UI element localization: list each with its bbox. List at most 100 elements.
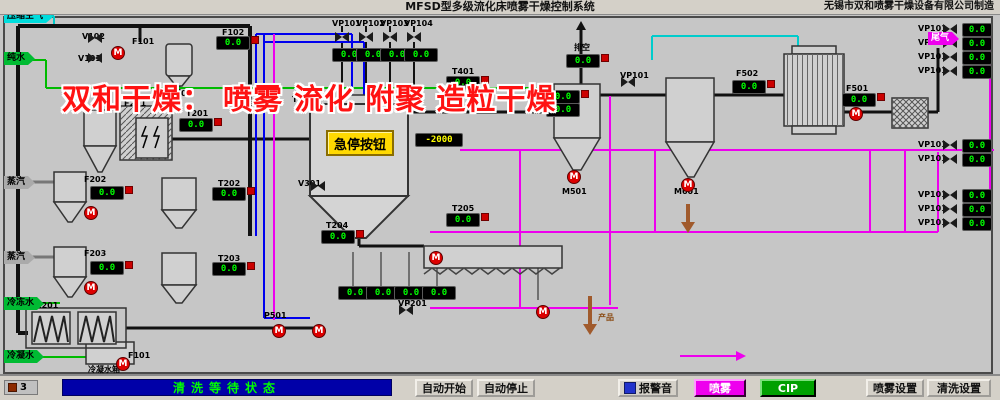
cip-mode-button[interactable]: CIP xyxy=(760,379,816,397)
cyclone-m601 xyxy=(664,77,716,178)
motor-icon[interactable]: M xyxy=(681,178,695,192)
valve-icon[interactable] xyxy=(88,53,102,63)
valve-icon[interactable] xyxy=(335,32,349,42)
tag-label: F102 xyxy=(222,28,245,37)
alarm-indicator-icon xyxy=(125,186,133,194)
motor-icon[interactable]: M xyxy=(84,281,98,295)
value-display: 0.0 xyxy=(732,80,775,94)
stream-flag-label: 尾气 xyxy=(931,33,950,43)
valve-icon[interactable] xyxy=(943,52,957,62)
tag-label: T204 xyxy=(326,221,349,230)
display-value: 0.0 xyxy=(346,287,364,298)
display-value: 0.0 xyxy=(968,190,986,201)
display-value: 0.0 xyxy=(98,187,116,198)
value-display: 0.0 xyxy=(566,54,609,68)
value-display: 0.0 xyxy=(90,261,133,275)
motor-icon[interactable]: M xyxy=(116,357,130,371)
stream-flag: 冷冻水 xyxy=(4,297,45,310)
valve-icon[interactable] xyxy=(943,154,957,164)
page-counter[interactable]: 3 xyxy=(4,380,38,395)
stream-flag-label: 蒸汽 xyxy=(7,252,26,262)
flag-arrow-icon xyxy=(28,251,36,264)
tag-label: F501 xyxy=(846,84,869,93)
flag-arrow-icon xyxy=(37,297,45,310)
valve-icon[interactable] xyxy=(407,32,421,42)
display-value: 0.0 xyxy=(850,94,868,105)
spray-settings-button[interactable]: 喷雾设置 xyxy=(866,379,924,397)
valve-icon[interactable] xyxy=(399,305,413,315)
display-value: 0.0 xyxy=(968,52,986,63)
value-display: 0.0 xyxy=(422,286,456,300)
auto-start-button[interactable]: 自动开始 xyxy=(415,379,473,397)
motor-icon[interactable]: M xyxy=(429,251,443,265)
value-display: 0.0 xyxy=(446,213,489,227)
page-title: MFSD型多级流化床喷雾干燥控制系统 xyxy=(405,0,595,13)
tag-label: VP201 xyxy=(398,299,427,308)
spray-mode-button[interactable]: 喷雾 xyxy=(694,379,746,397)
motor-icon[interactable]: M xyxy=(84,206,98,220)
display-value: 0.0 xyxy=(329,231,347,242)
motor-icon[interactable]: M xyxy=(536,305,550,319)
alarm-sound-button[interactable]: 报警音 xyxy=(618,379,678,397)
valve-icon[interactable] xyxy=(943,204,957,214)
display-value: 0.0 xyxy=(388,49,406,60)
speaker-icon xyxy=(624,382,636,394)
tag-label: VP101 xyxy=(918,204,947,213)
valve-icon[interactable] xyxy=(943,218,957,228)
stream-flag-label: 压缩空气 xyxy=(7,11,44,21)
display-value: 0.0 xyxy=(454,214,472,225)
value-display: 0.0 xyxy=(962,153,992,167)
value-display: 0.0 xyxy=(962,65,992,79)
motor-icon[interactable]: M xyxy=(567,170,581,184)
valve-icon[interactable] xyxy=(943,140,957,150)
alarm-indicator-icon xyxy=(877,93,885,101)
valve-icon[interactable] xyxy=(621,77,635,87)
alarm-indicator-icon xyxy=(481,213,489,221)
valve-icon[interactable] xyxy=(943,190,957,200)
clean-settings-button[interactable]: 清洗设置 xyxy=(927,379,991,397)
motor-icon[interactable]: M xyxy=(849,107,863,121)
stream-flag: 纯水 xyxy=(4,52,36,65)
value-display: 0.0 xyxy=(212,187,255,201)
tag-label: VP101 xyxy=(918,218,947,227)
valve-icon[interactable] xyxy=(943,66,957,76)
display-value: 0.0 xyxy=(968,218,986,229)
display-value: 0.0 xyxy=(224,37,242,48)
silencer-box xyxy=(891,97,929,129)
display-value: 0.0 xyxy=(364,49,382,60)
value-display: 0.0 xyxy=(962,217,992,231)
motor-icon[interactable]: M xyxy=(272,324,286,338)
tag-label: VP101 xyxy=(620,71,649,80)
tag-label: BE201 xyxy=(30,301,59,310)
value-display: 0.0 xyxy=(212,262,255,276)
valve-icon[interactable] xyxy=(359,32,373,42)
motor-icon[interactable]: M xyxy=(111,46,125,60)
emergency-stop-button[interactable]: 急停按钮 xyxy=(326,130,394,156)
valve-icon[interactable] xyxy=(311,181,325,191)
tag-label: VP102 xyxy=(356,19,385,28)
auto-stop-button[interactable]: 自动停止 xyxy=(477,379,535,397)
value-display: 0.0 xyxy=(321,230,364,244)
valve-icon[interactable] xyxy=(88,33,102,43)
alarm-indicator-icon xyxy=(356,230,364,238)
tag-label: F101 xyxy=(132,37,155,46)
stream-flag: 蒸汽 xyxy=(4,251,36,264)
alarm-indicator-icon xyxy=(214,118,222,126)
cyclone-left-1 xyxy=(82,109,118,173)
valve-icon[interactable] xyxy=(383,32,397,42)
tag-label: T301 xyxy=(292,95,315,104)
motor-icon[interactable]: M xyxy=(312,324,326,338)
tag-label: T401 xyxy=(452,67,475,76)
display-value: 0.0 xyxy=(220,263,238,274)
tag-label: M501 xyxy=(562,187,587,196)
flag-arrow-icon xyxy=(37,350,45,363)
value-display: 0.0 xyxy=(546,103,580,117)
valve-icon[interactable] xyxy=(943,24,957,34)
display-value: 0.0 xyxy=(430,287,448,298)
tag-label: F102 xyxy=(170,89,193,98)
tag-label: F203 xyxy=(84,249,107,258)
display-value: 0.0 xyxy=(554,91,572,102)
display-value: 0.0 xyxy=(340,49,358,60)
display-value: 0.0 xyxy=(412,49,430,60)
